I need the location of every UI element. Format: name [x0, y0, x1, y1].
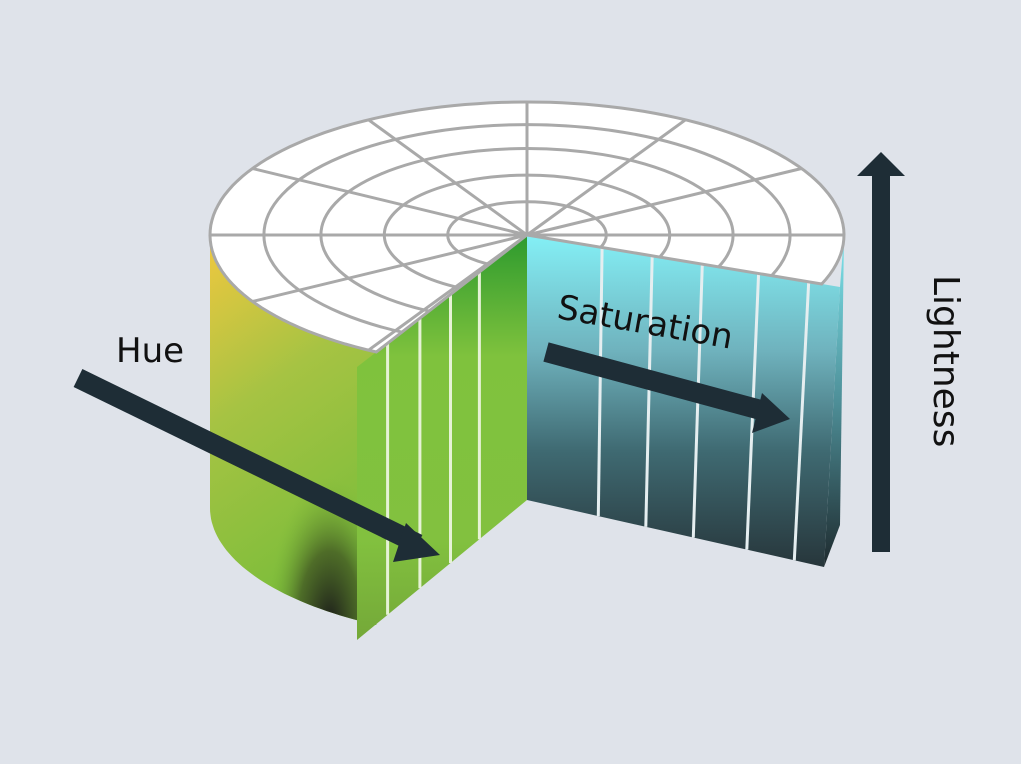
grid-line	[596, 247, 604, 517]
grid-line	[644, 255, 654, 527]
grid-line	[526, 167, 802, 237]
grid-line	[252, 167, 528, 237]
right-side-face	[824, 235, 844, 567]
grid-line	[367, 233, 528, 352]
grid-line	[792, 281, 811, 561]
saturation-arrow	[543, 342, 790, 433]
lightness-arrow	[857, 152, 905, 552]
grid-line	[252, 233, 528, 303]
cyan-cut-face	[527, 235, 840, 567]
hue-side-face	[210, 235, 377, 625]
hue-label: Hue	[116, 331, 184, 371]
grid-line	[526, 118, 687, 237]
hue-arrow	[73, 369, 440, 562]
lightness-label: Lightness	[925, 275, 966, 447]
green-face-saturation-lines	[386, 272, 481, 615]
grid-line	[367, 118, 528, 237]
